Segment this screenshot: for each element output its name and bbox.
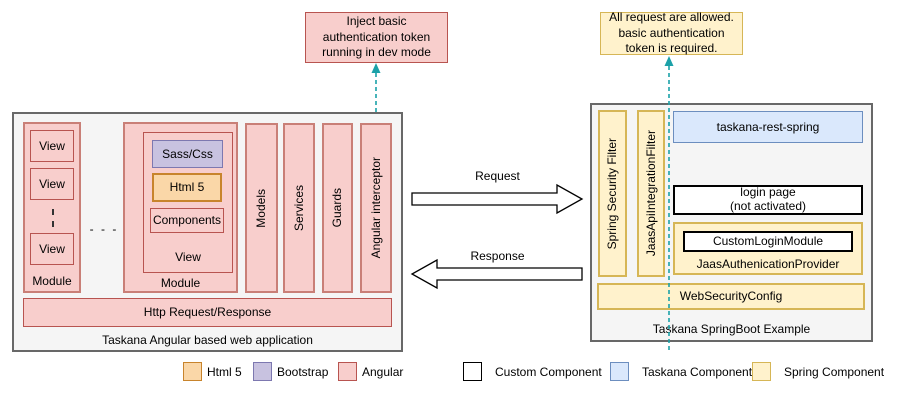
components-box: Components	[150, 208, 224, 233]
spring-component-swatch	[752, 362, 771, 381]
module1-view2: View	[30, 168, 74, 200]
legend-label: Angular	[362, 364, 404, 379]
legend-item-taskana: Taskana Component	[610, 362, 752, 381]
legend-item-custom: Custom Component	[463, 362, 602, 381]
login-page-box: login page (not activated)	[673, 185, 863, 215]
view-label: View	[39, 241, 65, 256]
components-label: Components	[152, 213, 222, 227]
bootstrap-swatch	[253, 362, 272, 381]
sass-css-box: Sass/Css	[152, 140, 223, 168]
module2-view-label: View	[175, 250, 201, 264]
html5-swatch	[183, 362, 202, 381]
module1-view1: View	[30, 130, 74, 162]
legend-label: Custom Component	[495, 364, 602, 379]
request-arrow	[411, 183, 584, 215]
view-label: View	[39, 176, 65, 191]
legend-label: Html 5	[207, 364, 242, 379]
allowed-note-text: All request are allowed. basic authentic…	[609, 10, 734, 56]
legend-item-angular: Angular	[338, 362, 403, 381]
models-label: Models	[254, 188, 268, 228]
web-security-config-label: WebSecurityConfig	[679, 289, 783, 303]
services-label: Services	[291, 184, 306, 231]
modules-ellipsis: - - -	[89, 222, 119, 236]
right-app-title: Taskana SpringBoot Example	[652, 322, 811, 336]
angular-interceptor-label: Angular interceptor	[368, 157, 383, 259]
angular-interceptor-pillar: Angular interceptor	[360, 123, 392, 293]
legend-item-spring: Spring Component	[752, 362, 884, 381]
models-pillar: Models	[245, 123, 278, 293]
custom-login-module-box: CustomLoginModule	[683, 231, 853, 252]
login-page-line2: (not activated)	[729, 199, 807, 213]
http-bar-label: Http Request/Response	[143, 305, 272, 319]
left-app-title: Taskana Angular based web application	[102, 333, 313, 347]
allowed-note: All request are allowed. basic authentic…	[600, 10, 743, 56]
request-response-arrows	[410, 183, 584, 290]
dev-auth-note-text: Inject basic authentication token runnin…	[322, 14, 431, 60]
web-security-config-box: WebSecurityConfig	[597, 283, 865, 310]
jaas-api-integration-filter-label: JaasApiIntegrationFilter	[643, 130, 658, 257]
login-page-line1: login page	[740, 185, 796, 200]
legend-item-bootstrap: Bootstrap	[253, 362, 328, 381]
view-label: View	[39, 138, 65, 153]
html5-label: Html 5	[169, 180, 205, 194]
module1-view3: View	[30, 233, 74, 265]
guards-label: Guards	[330, 188, 344, 228]
http-request-response-bar: Http Request/Response	[23, 298, 392, 327]
module2-label: Module	[160, 276, 201, 290]
taskana-component-swatch	[610, 362, 629, 381]
legend-label: Taskana Component	[642, 364, 753, 379]
vertical-ellipsis	[52, 209, 54, 227]
response-label: Response	[470, 249, 525, 263]
legend-item-html5: Html 5	[183, 362, 242, 381]
request-label: Request	[475, 169, 520, 183]
jaas-provider-label: JaasAuthenicationProvider	[696, 257, 840, 271]
spring-security-filter-pillar: Spring Security Filter	[598, 110, 627, 277]
legend-label: Spring Component	[784, 364, 885, 379]
module1-label: Module	[32, 274, 72, 288]
taskana-rest-spring-box: taskana-rest-spring	[673, 111, 863, 143]
dev-auth-note: Inject basic authentication token runnin…	[305, 12, 448, 63]
legend-label: Bootstrap	[277, 364, 329, 379]
custom-component-swatch	[463, 362, 482, 381]
angular-swatch	[338, 362, 357, 381]
response-arrow	[410, 258, 583, 290]
taskana-rest-spring-label: taskana-rest-spring	[716, 119, 820, 134]
sass-css-label: Sass/Css	[162, 146, 213, 161]
custom-login-module-label: CustomLoginModule	[712, 234, 824, 248]
jaas-api-integration-filter-pillar: JaasApiIntegrationFilter	[637, 110, 665, 277]
services-pillar: Services	[283, 123, 315, 293]
html5-box: Html 5	[152, 173, 222, 202]
guards-pillar: Guards	[322, 123, 353, 293]
spring-security-filter-label: Spring Security Filter	[605, 137, 619, 250]
